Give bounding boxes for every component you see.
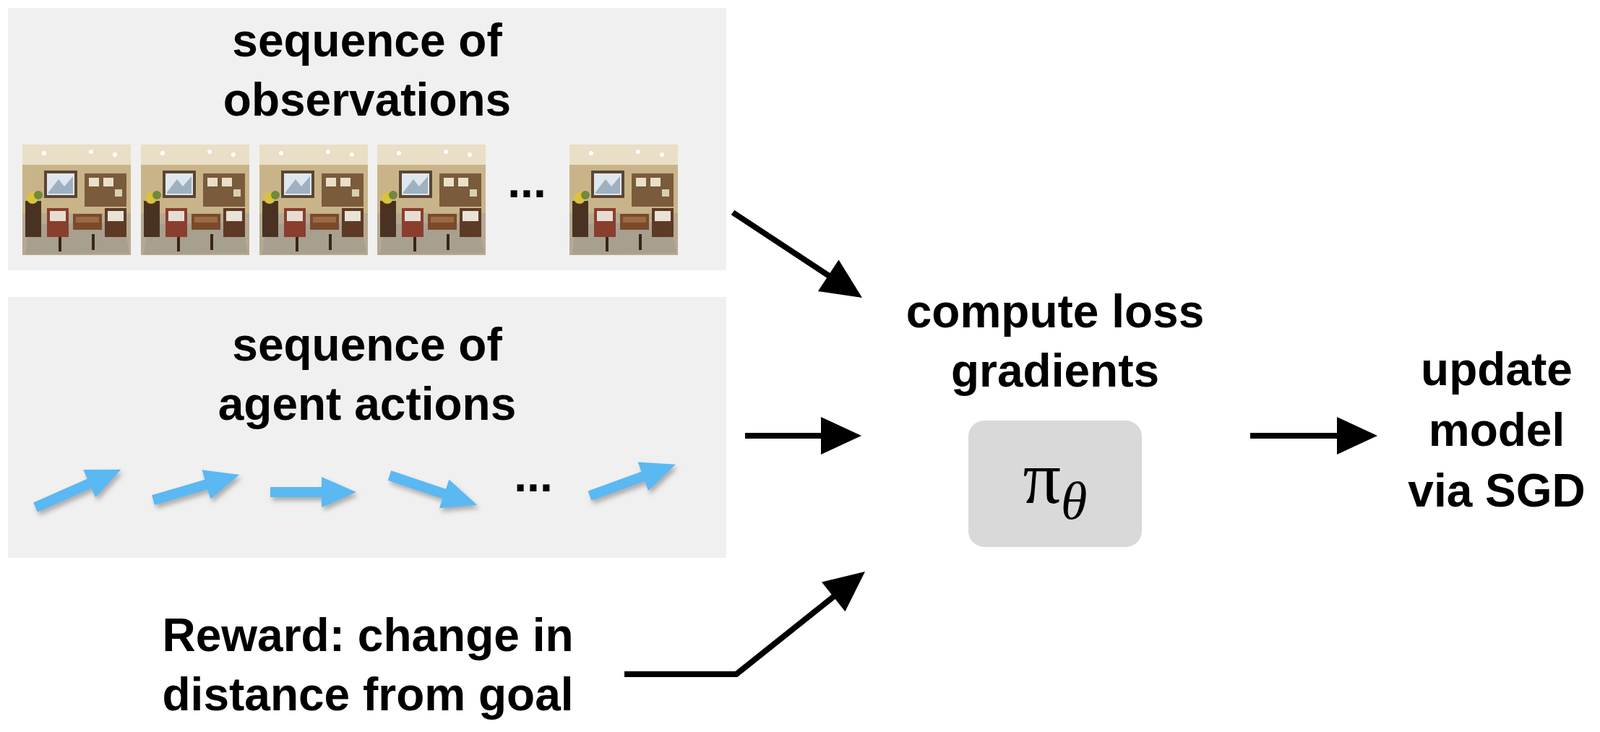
node-text: sequence of agent actions: [179, 315, 556, 434]
policy-symbol: πθ: [1023, 440, 1088, 528]
action-arrow: [35, 474, 110, 508]
observation-frame: [569, 144, 678, 256]
arrow-line: [624, 594, 836, 675]
observation-panel: sequence of observations...: [7, 7, 727, 271]
arrow-head: [820, 416, 862, 455]
observation-frame: [140, 144, 250, 256]
flow-arrow: [745, 416, 862, 455]
arrow-head: [1336, 416, 1378, 455]
node-text: sequence of observations: [179, 10, 556, 130]
observation-frame: [259, 144, 368, 256]
flow-arrow: [732, 212, 863, 298]
node-text: update model via SGD: [1399, 338, 1595, 522]
observation-frame: [22, 144, 131, 256]
action-panel: sequence of agent actions...: [7, 297, 727, 558]
observation-frame: [377, 144, 486, 256]
action-arrow: [389, 475, 465, 501]
reward-text-node: Reward: change in distance from goal: [136, 605, 600, 725]
arrow-line: [745, 432, 824, 439]
policy-node: compute loss gradients πθ: [867, 281, 1243, 579]
arrow-line: [732, 212, 832, 277]
flow-arrow: [624, 571, 866, 675]
action-arrow: [270, 487, 344, 498]
policy-box: πθ: [968, 420, 1142, 548]
flow-arrow: [1250, 416, 1378, 455]
ellipsis-label: ...: [483, 158, 571, 205]
node-text: Reward: change in distance from goal: [136, 605, 600, 725]
arrow-head: [818, 259, 863, 298]
update-text-node: update model via SGD: [1399, 338, 1595, 522]
arrow-line: [1250, 432, 1340, 439]
action-arrow: [589, 469, 664, 496]
node-heading: compute loss gradients: [867, 281, 1243, 401]
action-arrow: [153, 478, 227, 501]
ellipsis-label: ...: [489, 452, 577, 499]
arrow-head: [821, 571, 866, 612]
